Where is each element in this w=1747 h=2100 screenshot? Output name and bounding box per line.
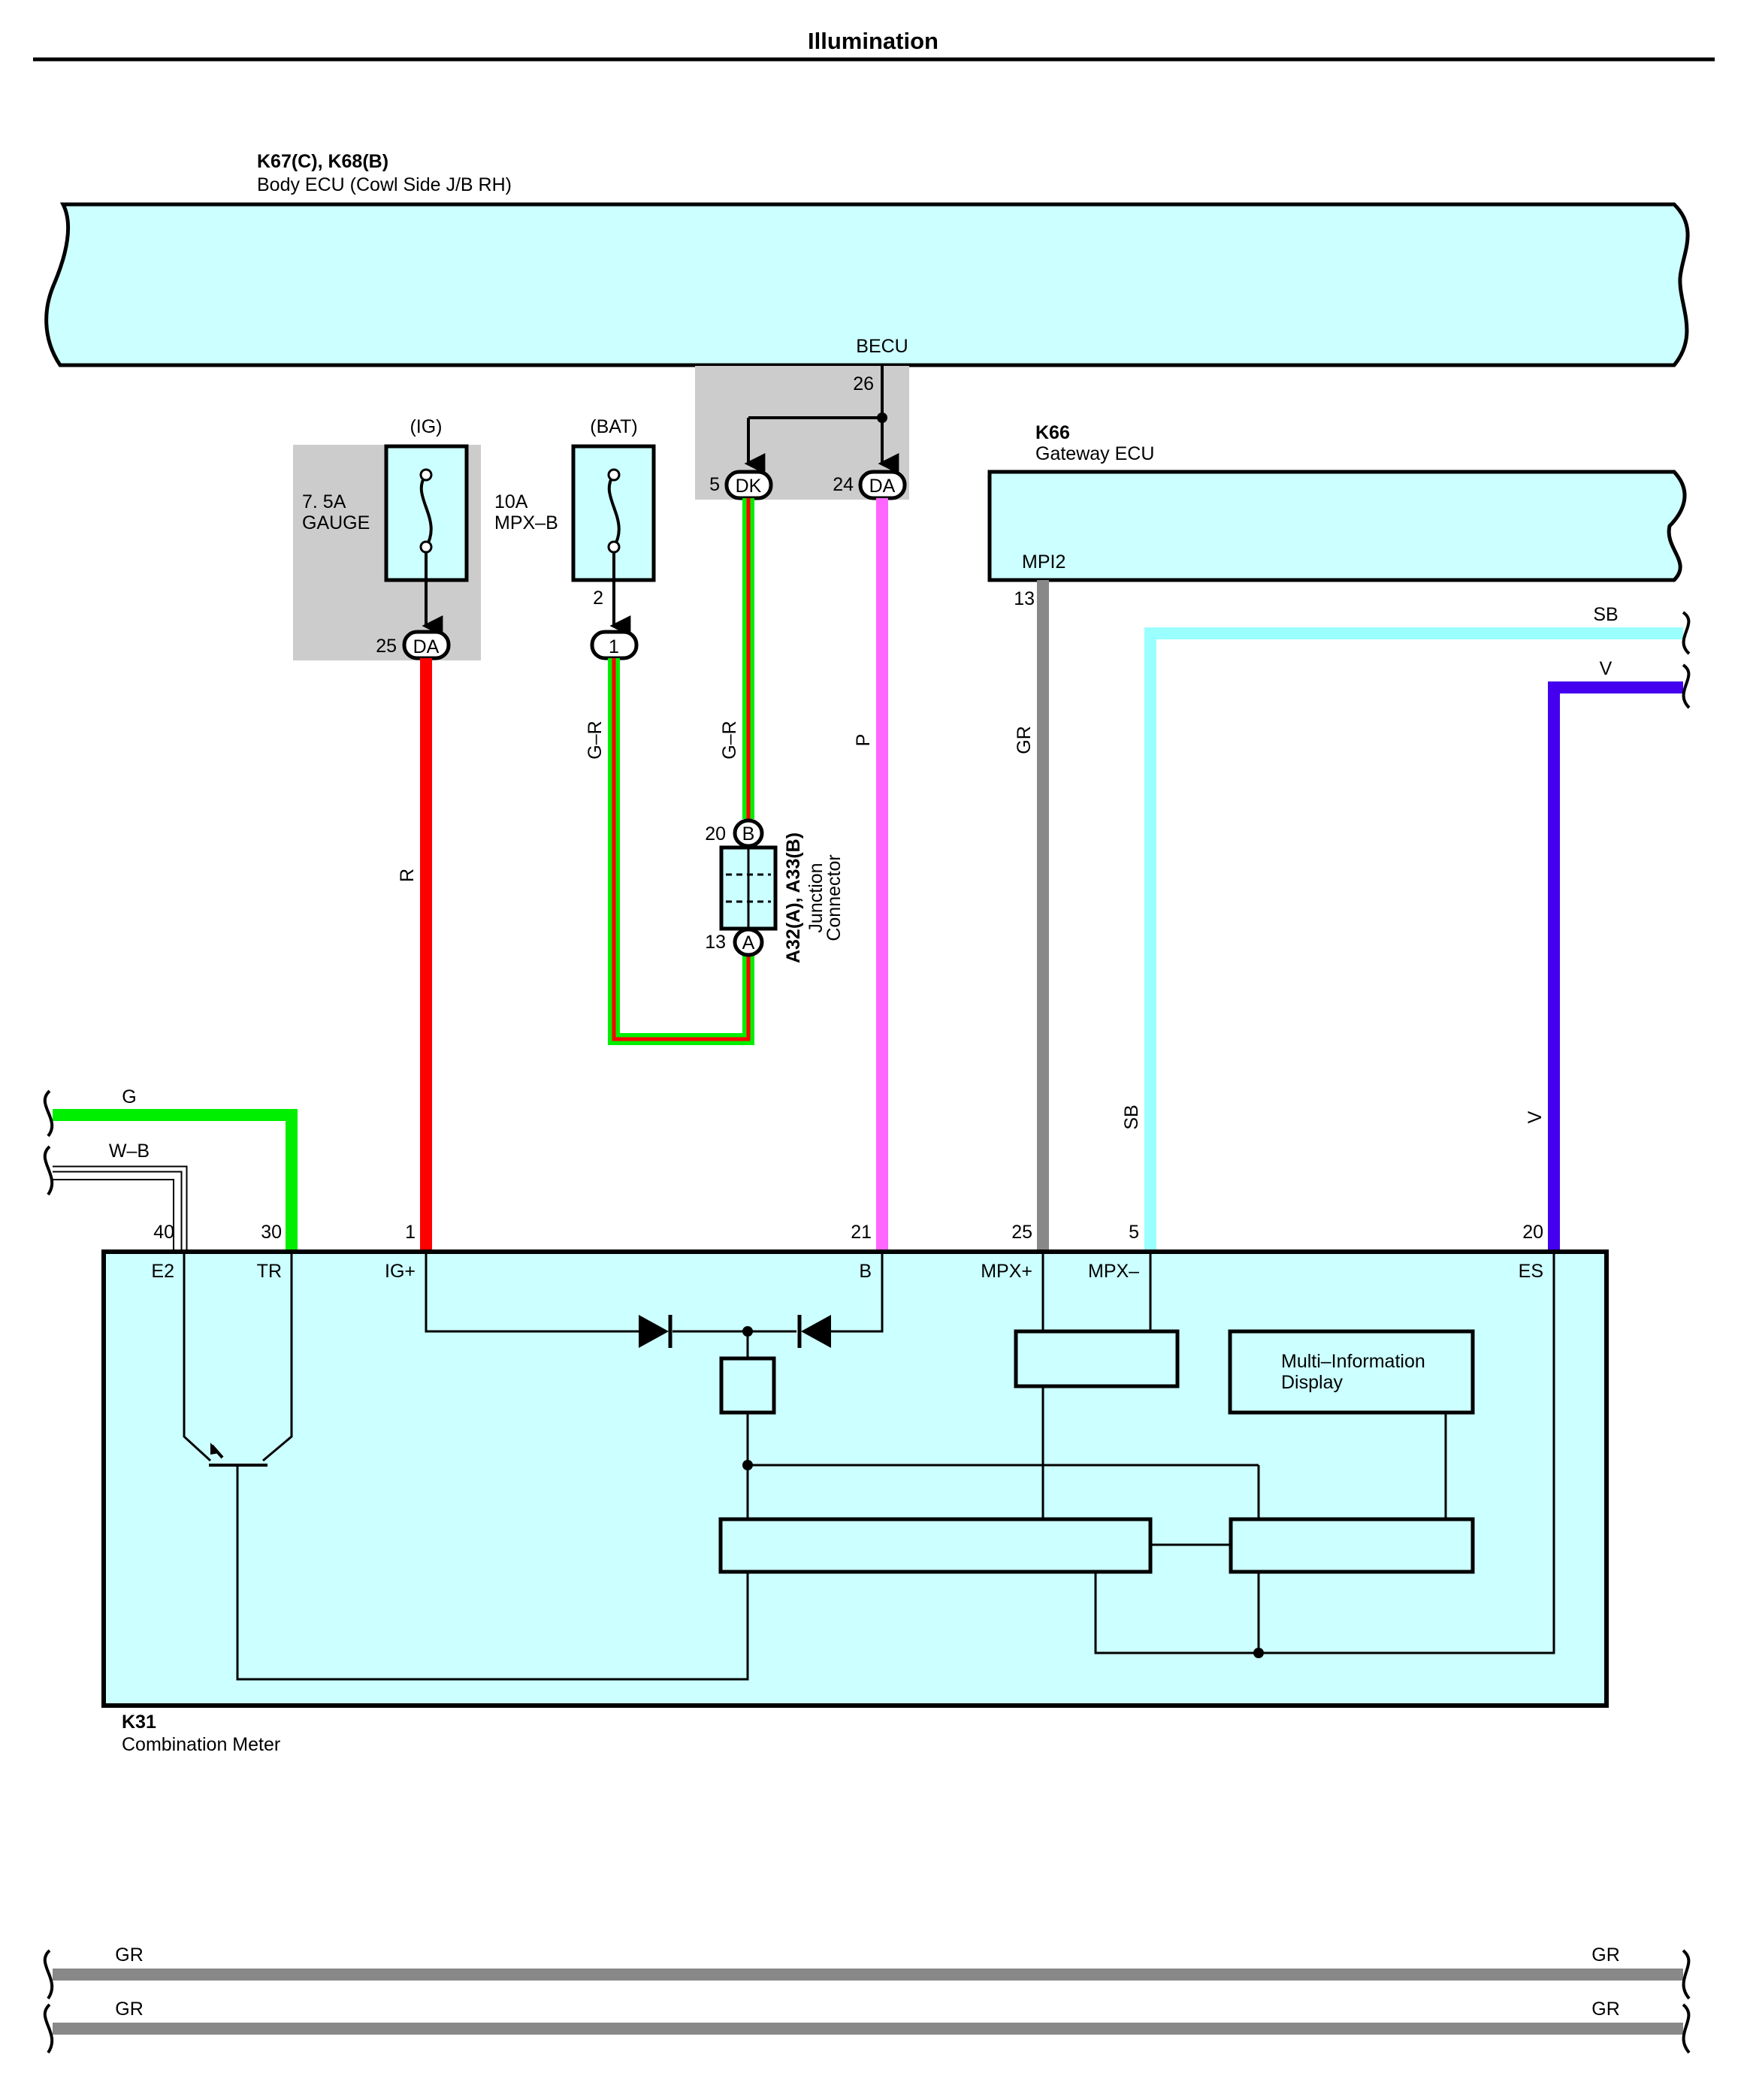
- fuse-ig-pin: 25: [376, 636, 397, 657]
- wire-gr-left-label: G–R: [585, 721, 606, 759]
- connector-becu-dk-label: DK: [736, 476, 762, 497]
- fuse-ig-group: (IG): [410, 416, 442, 437]
- wire-v-top-label: V: [1600, 658, 1612, 679]
- wire-gr-loop-tracer: [612, 658, 751, 1041]
- terminal-b: B: [859, 1261, 872, 1282]
- meter-pin-40: 40: [153, 1222, 174, 1243]
- meter-pin-20: 20: [1522, 1222, 1543, 1243]
- junction-grid: [726, 848, 771, 929]
- junction-top-conn-label: B: [742, 823, 755, 845]
- combo-meter-connector: K31: [122, 1712, 156, 1733]
- meter-processor-block: [718, 1517, 1153, 1574]
- ground-bus-2-right: GR: [1591, 1999, 1620, 2020]
- junction-bottom-conn: [733, 927, 764, 957]
- mid-label-2: Display: [1281, 1372, 1343, 1393]
- wire-g-label: G: [122, 1086, 136, 1107]
- combo-meter-name: Combination Meter: [122, 1734, 280, 1755]
- page-title: Illumination: [808, 28, 938, 54]
- wire-v-break: [1682, 663, 1691, 709]
- meter-internal-wiring: [183, 1252, 1555, 1681]
- wire-r-label: R: [397, 869, 418, 882]
- fuse-ig-rating: 7. 5A: [302, 491, 346, 512]
- meter-regulator-block: [719, 1356, 776, 1415]
- wire-v-label: V: [1525, 1110, 1546, 1123]
- fuse-ig-name: GAUGE: [302, 512, 370, 533]
- fuse-bat-pin: 2: [593, 588, 603, 609]
- fuse-bat-rating: 10A: [494, 491, 528, 512]
- wire-wb-label: W–B: [109, 1141, 150, 1162]
- terminal-ig-plus: IG+: [385, 1261, 416, 1282]
- fuse-bat-symbol: [607, 468, 621, 554]
- terminal-es: ES: [1519, 1261, 1543, 1282]
- connector-bat-1-label: 1: [609, 636, 619, 657]
- wire-sb-break: [1682, 611, 1691, 655]
- multi-information-display: [1228, 1329, 1475, 1415]
- diode-node-dot: [742, 1326, 753, 1337]
- junction-bottom-pin: 13: [705, 932, 726, 953]
- terminal-e2: E2: [151, 1261, 174, 1282]
- connector-becu-da-label: DA: [869, 476, 896, 497]
- fuse-bat-name: MPX–B: [494, 512, 558, 533]
- ground-bus-breaks: [43, 1949, 1691, 2054]
- wire-sb-top-label: SB: [1593, 604, 1618, 625]
- wire-wb-break: [43, 1145, 54, 1196]
- gateway-ecu-terminal: MPI2: [1022, 551, 1065, 573]
- meter-pin-1: 1: [405, 1222, 416, 1243]
- junction-name-2: Junction: [805, 863, 827, 932]
- gateway-ecu-box: [987, 470, 1687, 582]
- meter-pin-25: 25: [1011, 1222, 1032, 1243]
- becu-da-pin: 24: [833, 474, 854, 495]
- transistor-arrow: [210, 1443, 219, 1455]
- ground-bus-1-left: GR: [115, 1944, 144, 1966]
- wire-wb-outer2: [53, 1179, 174, 1252]
- wire-gr-label: GR: [1014, 726, 1035, 754]
- body-ecu-name: Body ECU (Cowl Side J/B RH): [257, 174, 512, 195]
- bus-node-dot: [742, 1460, 753, 1470]
- becu-label: BECU: [856, 336, 908, 357]
- gateway-ecu-connector: K66: [1035, 422, 1070, 443]
- wire-sb: [1144, 627, 1683, 1252]
- body-ecu-box: [44, 202, 1690, 367]
- ground-bus-1-right: GR: [1591, 1944, 1620, 1966]
- wire-g: [53, 1109, 298, 1252]
- wire-sb-label: SB: [1121, 1104, 1142, 1129]
- terminal-mpx-minus: MPX–: [1088, 1261, 1139, 1282]
- junction-name-1: A32(A), A33(B): [783, 832, 804, 963]
- mid-label-1: Multi–Information: [1281, 1351, 1425, 1372]
- meter-pin-21: 21: [851, 1222, 872, 1243]
- gateway-ecu-pin: 13: [1014, 588, 1035, 609]
- diode-b-icon: [801, 1315, 831, 1348]
- combo-meter-box: [101, 1249, 1609, 1708]
- junction-top-pin: 20: [705, 823, 726, 845]
- ground-bus-2-left: GR: [115, 1999, 144, 2020]
- wire-gr-right-label: G–R: [719, 721, 740, 759]
- meter-mid-driver-block: [1229, 1517, 1475, 1574]
- fuse-ig-symbol: [419, 468, 433, 554]
- terminal-mpx-plus: MPX+: [981, 1261, 1032, 1282]
- terminal-tr: TR: [257, 1261, 282, 1282]
- junction-bottom-conn-label: A: [742, 932, 755, 953]
- junction-name-3: Connector: [824, 854, 845, 941]
- meter-pin-5: 5: [1129, 1222, 1139, 1243]
- diode-ig-icon: [639, 1315, 669, 1348]
- becu-pin: 26: [853, 373, 874, 394]
- wire-g-break: [43, 1089, 54, 1138]
- wire-v: [1548, 681, 1683, 1252]
- connector-ig-da-label: DA: [413, 636, 440, 657]
- gateway-ecu-name: Gateway ECU: [1035, 443, 1154, 464]
- meter-mpx-block: [1014, 1329, 1180, 1388]
- wire-p-label: P: [853, 734, 874, 747]
- fuse-bat-group: (BAT): [590, 416, 637, 437]
- body-ecu-connectors: K67(C), K68(B): [257, 151, 388, 172]
- wire-wb: [53, 1167, 186, 1252]
- ground-node-dot: [1253, 1648, 1264, 1658]
- meter-pin-30: 30: [261, 1222, 282, 1243]
- becu-dk-pin: 5: [709, 474, 720, 495]
